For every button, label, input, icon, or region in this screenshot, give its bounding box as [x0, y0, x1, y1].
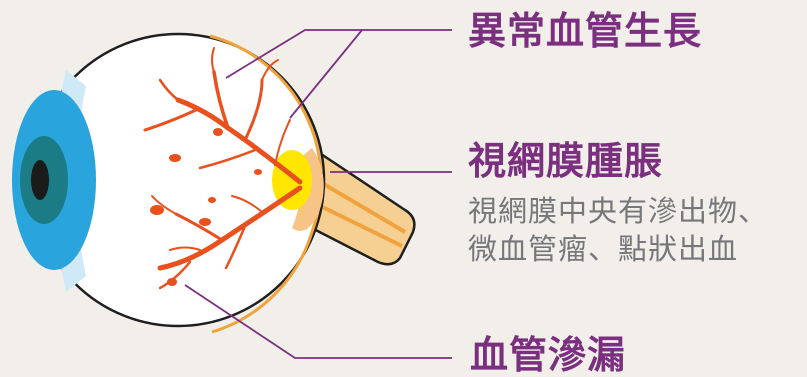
- description-line-2: 微血管瘤、點狀出血: [468, 230, 768, 268]
- retinal-swelling-label: 視網膜腫脹: [468, 140, 663, 182]
- vessel-leakage-label: 血管滲漏: [470, 334, 626, 376]
- description-line-1: 視網膜中央有滲出物、: [468, 192, 768, 230]
- pupil: [31, 160, 49, 200]
- abnormal-growth-label: 異常血管生長: [468, 10, 702, 52]
- retinal-swelling-description: 視網膜中央有滲出物、 微血管瘤、點狀出血: [468, 192, 768, 268]
